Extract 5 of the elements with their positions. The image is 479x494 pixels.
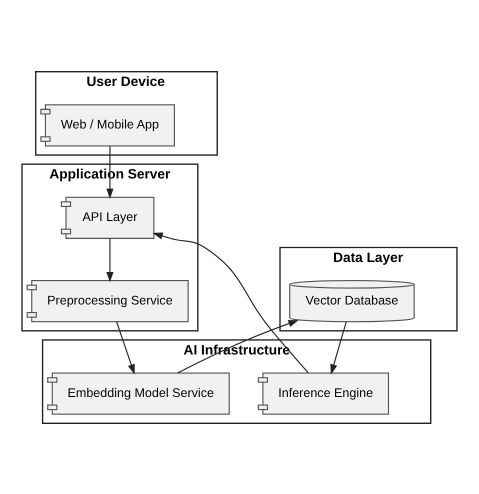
arrow: [106, 146, 114, 198]
arrow: [116, 321, 135, 374]
arrow: [152, 232, 309, 373]
arrow: [330, 321, 347, 374]
arrow: [106, 238, 114, 282]
